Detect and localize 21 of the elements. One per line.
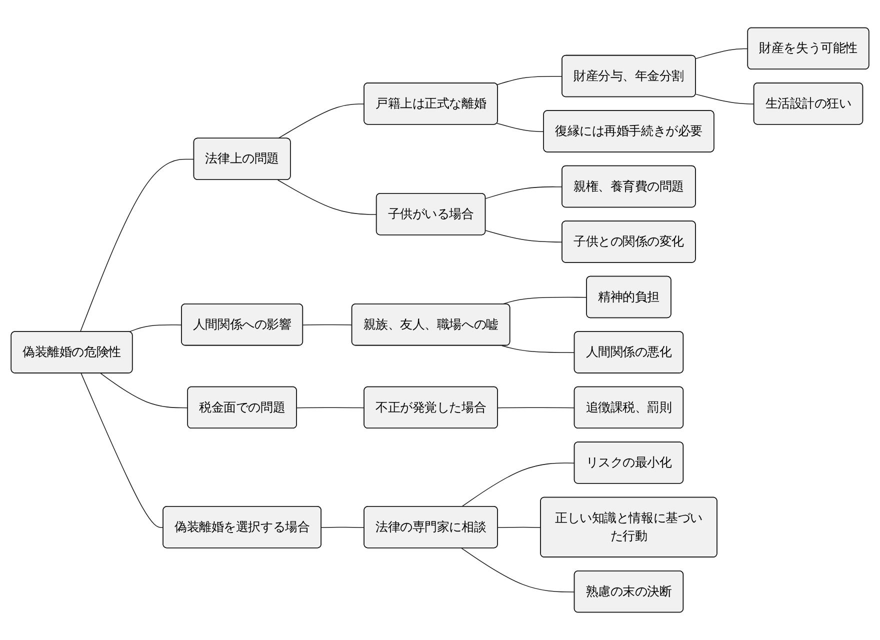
- connector: [496, 76, 563, 86]
- connector: [277, 104, 365, 139]
- connector: [695, 48, 748, 60]
- connector: [321, 526, 365, 528]
- connector: [498, 526, 542, 528]
- connector: [461, 462, 576, 508]
- connector: [502, 345, 576, 353]
- connector: [695, 94, 755, 104]
- connector: [80, 158, 194, 332]
- connector: [485, 230, 563, 243]
- connector: [100, 372, 188, 408]
- connector: [296, 407, 365, 408]
- connector: [128, 324, 182, 332]
- connector: [502, 296, 588, 305]
- connector: [277, 180, 378, 215]
- connector: [461, 548, 576, 592]
- connector: [485, 186, 563, 199]
- connector: [302, 324, 353, 326]
- connector: [496, 122, 544, 132]
- connector: [498, 407, 576, 408]
- connector: [80, 372, 164, 528]
